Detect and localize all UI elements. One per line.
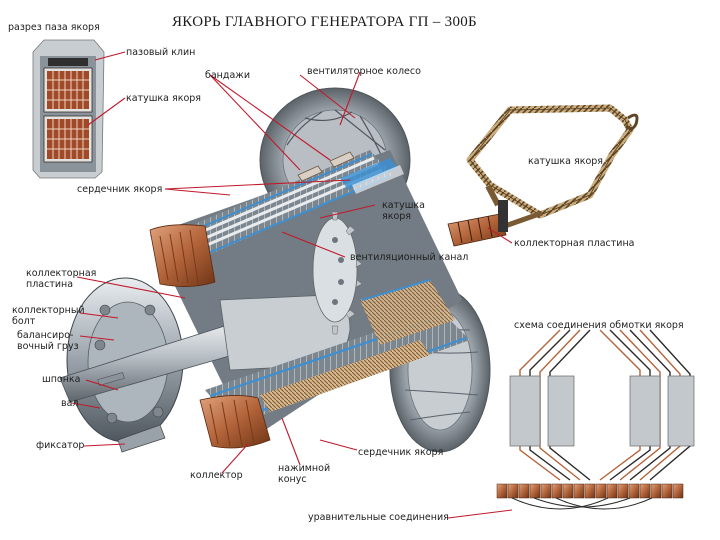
label-armature-coil-mid-line-1: катушка: [382, 200, 425, 211]
leader-lines: [71, 51, 513, 519]
label-commutator-plate-left-line-1: коллекторная: [26, 268, 97, 279]
diagram-title: ЯКОРЬ ГЛАВНОГО ГЕНЕРАТОРА ГП – 300Б: [172, 14, 477, 30]
winding-scheme-figure: [496, 329, 695, 510]
label-retainer: фиксатор: [36, 440, 85, 451]
label-commutator-bolt-line-1: коллекторный: [12, 305, 85, 316]
label-pressure-cone-line-1: нажимной: [278, 463, 331, 474]
label-armature-coil-mid-line-2: якоря: [382, 211, 412, 222]
label-balance-weight-line-1: балансиро-: [17, 330, 74, 341]
label-commutator-bolt: коллекторный болт: [12, 305, 85, 327]
label-commutator-plate-left: коллекторная пластина: [26, 268, 96, 290]
label-commutator: коллектор: [190, 470, 243, 481]
label-pressure-cone: нажимной конус: [278, 463, 330, 485]
label-commutator-bolt-line-2: болт: [12, 316, 36, 327]
label-armature-core-top: сердечник якоря: [77, 184, 163, 195]
label-armature-coil-mid: катушка якоря: [382, 200, 425, 222]
label-armature-coil-right: катушка якоря: [528, 156, 603, 167]
label-slot-wedge: пазовый клин: [126, 47, 196, 58]
label-key: шпонка: [42, 374, 81, 385]
loose-coil-figure: [447, 104, 639, 247]
label-winding-scheme: схема соединения обмотки якоря: [514, 320, 684, 331]
label-commutator-plate-right: коллекторная пластина: [514, 238, 635, 249]
label-vent-channel: вентиляционный канал: [350, 252, 469, 263]
label-armature-core-bottom: сердечник якоря: [358, 447, 444, 458]
label-pressure-cone-line-2: конус: [278, 474, 307, 485]
label-bandages: бандажи: [205, 70, 251, 81]
label-armature-coil-top: катушка якоря: [126, 93, 201, 104]
label-shaft: вал: [61, 398, 79, 409]
slot-section-figure: [32, 39, 105, 179]
label-balance-weight-line-2: вочный груз: [17, 341, 79, 352]
label-fan-wheel: вентиляторное колесо: [307, 66, 421, 77]
label-equalizer-connections: уравнительные соединения: [308, 512, 449, 523]
label-commutator-plate-left-line-2: пластина: [26, 279, 74, 290]
armature-cutaway: [59, 87, 491, 453]
label-balance-weight: балансиро- вочный груз: [17, 330, 79, 352]
label-slot-section: разрез паза якоря: [8, 22, 100, 33]
